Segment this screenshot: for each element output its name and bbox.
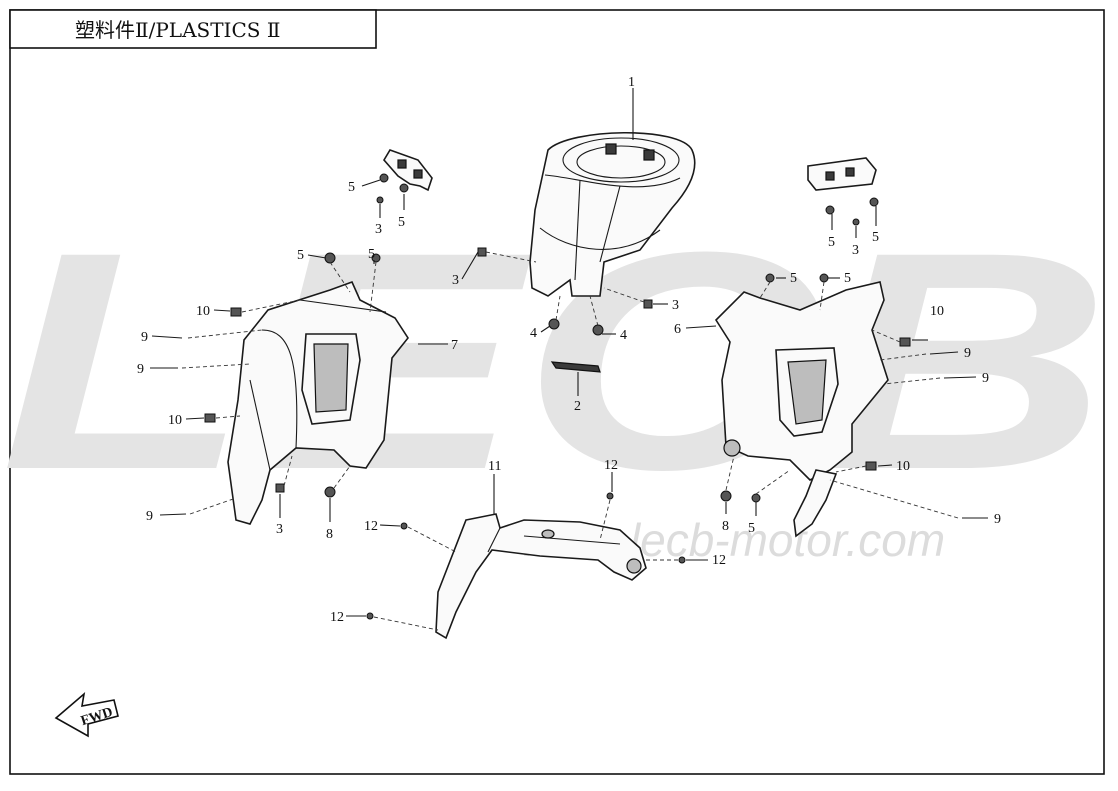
callout-11: 11 xyxy=(488,459,501,474)
hardware xyxy=(204,173,911,620)
bracket-right xyxy=(807,157,877,191)
part-6-right-panel xyxy=(714,281,889,538)
callout-9: 9 xyxy=(964,346,971,361)
part-11-cross-bracket xyxy=(435,513,647,640)
callout-5: 5 xyxy=(348,180,355,195)
callout-4: 4 xyxy=(530,326,537,341)
callout-10: 10 xyxy=(896,459,910,474)
callout-7: 7 xyxy=(451,338,458,353)
callout-5: 5 xyxy=(398,215,405,230)
callout-3: 3 xyxy=(375,222,382,237)
callout-9: 9 xyxy=(141,330,148,345)
callout-8: 8 xyxy=(326,527,333,542)
callout-5: 5 xyxy=(844,271,851,286)
callout-9: 9 xyxy=(994,512,1001,527)
callout-12: 12 xyxy=(712,553,726,568)
diagram-border xyxy=(9,9,1105,775)
callout-3: 3 xyxy=(672,298,679,313)
callout-2: 2 xyxy=(574,399,581,414)
callout-1: 1 xyxy=(628,75,635,90)
callout-labels: 1 2 3 3 3 3 3 4 4 5 5 5 5 5 5 5 5 5 6 7 … xyxy=(137,75,1001,625)
leader-lines xyxy=(150,88,988,631)
callout-12: 12 xyxy=(330,610,344,625)
part-2-strip xyxy=(550,361,601,373)
callout-5: 5 xyxy=(368,247,375,262)
callout-5: 5 xyxy=(297,248,304,263)
callout-3: 3 xyxy=(452,273,459,288)
callout-10: 10 xyxy=(930,304,944,319)
title-box: 塑料件Ⅱ/PLASTICS Ⅱ xyxy=(9,9,377,49)
part-7-left-panel xyxy=(227,280,409,525)
callout-9: 9 xyxy=(137,362,144,377)
fwd-arrow-icon: FWD xyxy=(54,691,119,738)
callout-5: 5 xyxy=(748,521,755,536)
callout-3: 3 xyxy=(852,243,859,258)
callout-5: 5 xyxy=(872,230,879,245)
callout-12: 12 xyxy=(364,519,378,534)
callout-8: 8 xyxy=(722,519,729,534)
callout-3: 3 xyxy=(276,522,283,537)
callout-5: 5 xyxy=(828,235,835,250)
callout-12: 12 xyxy=(604,458,618,473)
callout-5: 5 xyxy=(790,271,797,286)
callout-10: 10 xyxy=(168,413,182,428)
callout-9: 9 xyxy=(146,509,153,524)
callout-4: 4 xyxy=(620,328,627,343)
bracket-left xyxy=(383,149,433,192)
diagram-title: 塑料件Ⅱ/PLASTICS Ⅱ xyxy=(75,18,280,42)
callout-6: 6 xyxy=(674,322,681,337)
callout-10: 10 xyxy=(196,304,210,319)
part-1-tank-cover xyxy=(529,131,696,297)
callout-9: 9 xyxy=(982,371,989,386)
